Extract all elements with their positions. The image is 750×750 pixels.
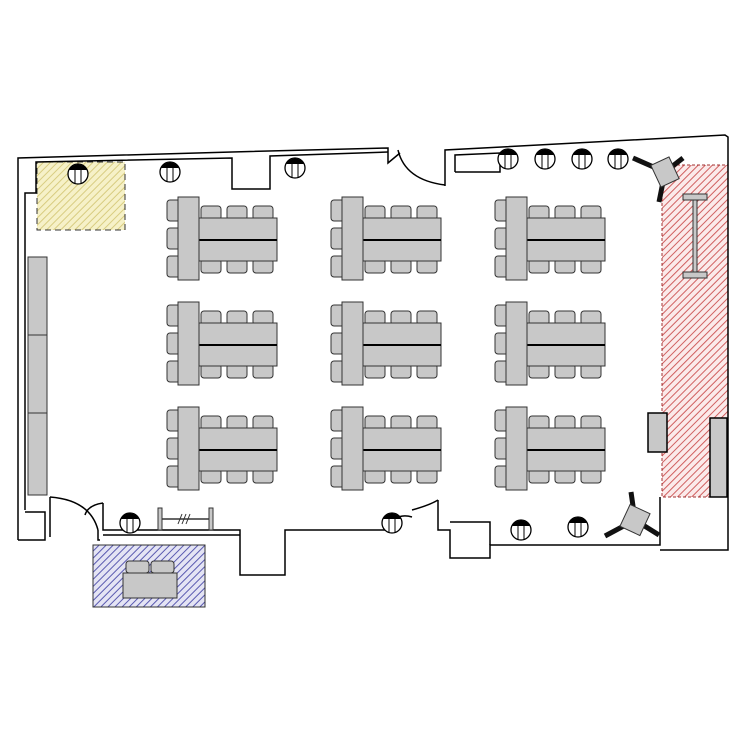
table bbox=[362, 239, 442, 262]
head-table bbox=[341, 406, 364, 491]
table-cluster bbox=[330, 406, 442, 491]
table-cluster bbox=[494, 301, 606, 386]
stage-table bbox=[709, 417, 728, 498]
lounge-sofa bbox=[122, 560, 178, 599]
floor-lamp-icon bbox=[510, 519, 532, 541]
table bbox=[198, 427, 278, 451]
floor-lamp-icon bbox=[497, 148, 519, 170]
table bbox=[362, 449, 442, 472]
table-cluster bbox=[166, 196, 278, 281]
floor-lamp-icon bbox=[284, 157, 306, 179]
table bbox=[362, 217, 442, 241]
table bbox=[526, 344, 606, 367]
head-table bbox=[341, 196, 364, 281]
head-table bbox=[177, 301, 200, 386]
table bbox=[362, 322, 442, 346]
camera-tripod-top bbox=[631, 155, 685, 203]
table bbox=[198, 239, 278, 262]
table-cluster bbox=[330, 301, 442, 386]
floor-lamp-icon bbox=[67, 163, 89, 185]
podium bbox=[647, 412, 668, 453]
floor-lamp-icon bbox=[567, 516, 589, 538]
camera-tripod-bottom bbox=[603, 491, 661, 539]
floor-lamp-icon bbox=[119, 512, 141, 534]
table bbox=[198, 344, 278, 367]
table bbox=[198, 322, 278, 346]
table-cluster bbox=[494, 196, 606, 281]
table-cluster bbox=[166, 301, 278, 386]
floor-lamp-icon bbox=[607, 148, 629, 170]
table bbox=[198, 449, 278, 472]
table bbox=[526, 217, 606, 241]
coat-rack bbox=[157, 507, 214, 531]
table bbox=[526, 427, 606, 451]
table bbox=[526, 239, 606, 262]
head-table bbox=[177, 406, 200, 491]
table bbox=[526, 449, 606, 472]
table bbox=[362, 427, 442, 451]
floor-lamp-icon bbox=[571, 148, 593, 170]
head-table bbox=[505, 406, 528, 491]
screen-stand bbox=[682, 193, 708, 279]
head-table bbox=[505, 301, 528, 386]
head-table bbox=[177, 196, 200, 281]
head-table bbox=[341, 301, 364, 386]
wall-bench bbox=[27, 256, 48, 496]
table-cluster bbox=[166, 406, 278, 491]
table bbox=[362, 344, 442, 367]
walls bbox=[17, 134, 729, 576]
table bbox=[198, 217, 278, 241]
table bbox=[526, 322, 606, 346]
table-cluster bbox=[330, 196, 442, 281]
floor-lamp-icon bbox=[534, 148, 556, 170]
floor-lamp-icon bbox=[159, 161, 181, 183]
head-table bbox=[505, 196, 528, 281]
floor-lamp-icon bbox=[381, 512, 403, 534]
table-cluster bbox=[494, 406, 606, 491]
